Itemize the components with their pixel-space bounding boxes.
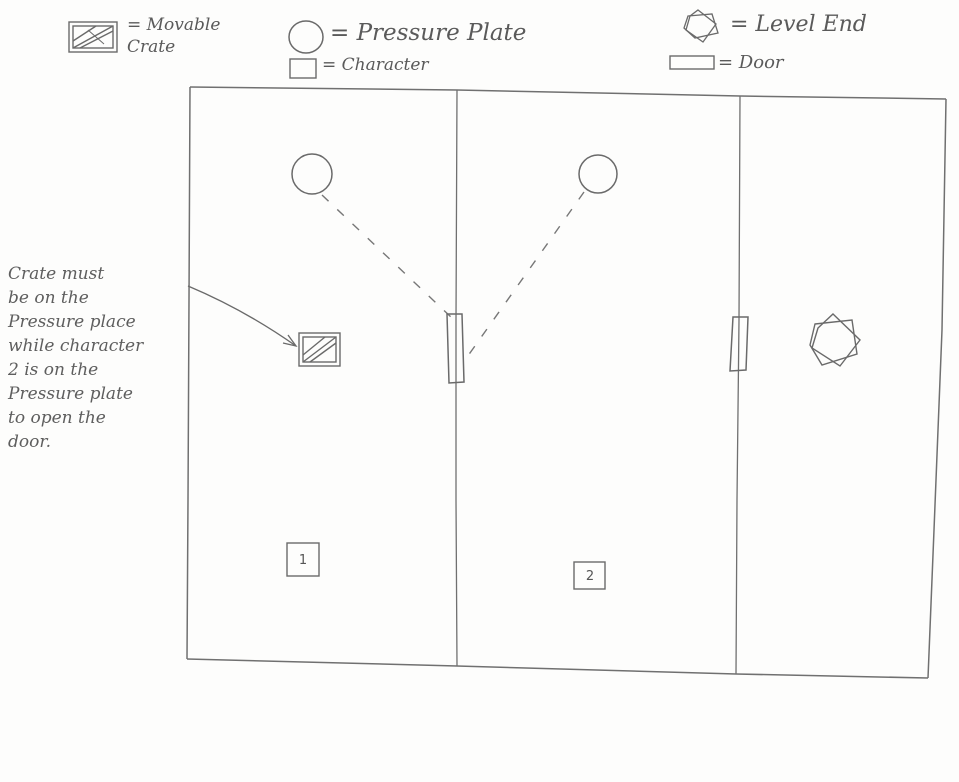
door-2 [729, 316, 749, 372]
character-1: 1 [286, 542, 320, 577]
character-2-label: 2 [586, 569, 594, 584]
character-1-label: 1 [299, 553, 307, 568]
pressure-plate-2 [578, 154, 618, 194]
door-1 [446, 313, 465, 384]
level-end-icon [809, 313, 861, 367]
level-frame [186, 86, 947, 679]
character-2: 2 [573, 561, 606, 590]
plate-1-door-link [321, 194, 453, 319]
legend-level-end-icon [683, 9, 719, 43]
legend-crate-icon [68, 21, 118, 53]
plate-2-door-link [464, 191, 585, 361]
room-divider-left [455, 89, 458, 667]
legend-character-icon [289, 58, 317, 79]
note-arrowhead [282, 334, 298, 348]
legend-character-label: = Character [322, 55, 429, 75]
pressure-plate-1 [291, 153, 333, 195]
legend-door-label: = Door [718, 52, 784, 73]
room-divider-right [735, 95, 741, 675]
note-arrow [187, 285, 297, 347]
legend-door-icon [669, 55, 715, 70]
crate-requirement-note: Crate must be on the Pressure place whil… [8, 264, 144, 452]
legend-level-end-label: = Level End [730, 12, 867, 37]
movable-crate [298, 332, 341, 367]
legend-pressure-plate-label: = Pressure Plate [330, 20, 527, 46]
legend-crate-label: = Movable Crate [127, 15, 221, 57]
legend-pressure-plate-icon [288, 20, 324, 54]
